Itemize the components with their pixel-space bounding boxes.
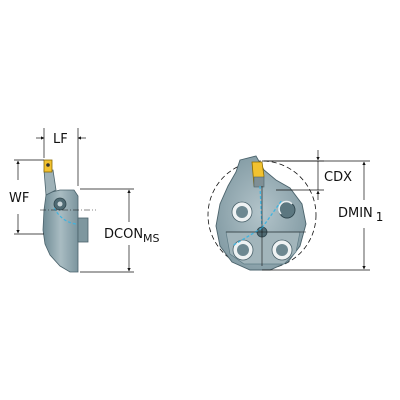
- front-view-hole-bottom-right-icon: [271, 239, 293, 261]
- front-view-coolant-channel-a: [259, 185, 263, 229]
- wf-dimension: WF: [9, 159, 44, 235]
- front-view-insert-seat: [253, 176, 265, 188]
- front-view: [207, 155, 317, 271]
- side-view-arm: [43, 169, 57, 196]
- wf-label: WF: [9, 191, 29, 206]
- cdx-label: CDX: [324, 170, 352, 185]
- dcon-dimension: DCONMS: [80, 188, 160, 273]
- side-view-coupling: [77, 217, 89, 243]
- dmin-label-sub: 1: [376, 210, 384, 224]
- front-view-hole-top-left-icon: [231, 201, 253, 223]
- front-view-hole-bottom-left-icon: [232, 239, 254, 261]
- front-view-coolant-channel-c: [231, 227, 263, 247]
- lf-dimension: LF: [36, 128, 86, 186]
- side-view-screw-center: [57, 201, 63, 207]
- dmin-label-main: DMIN: [338, 206, 373, 221]
- side-view-body: [42, 189, 79, 273]
- front-view-coolant-channel-b: [261, 199, 283, 229]
- side-view-insert-hole-icon: [46, 163, 50, 167]
- dcon-label: DCONMS: [104, 227, 160, 245]
- side-view: [40, 159, 96, 273]
- front-view-screw-icon: [278, 200, 296, 219]
- dcon-label-sub: MS: [143, 232, 159, 245]
- lf-label: LF: [53, 132, 68, 147]
- dcon-label-main: DCON: [104, 227, 143, 242]
